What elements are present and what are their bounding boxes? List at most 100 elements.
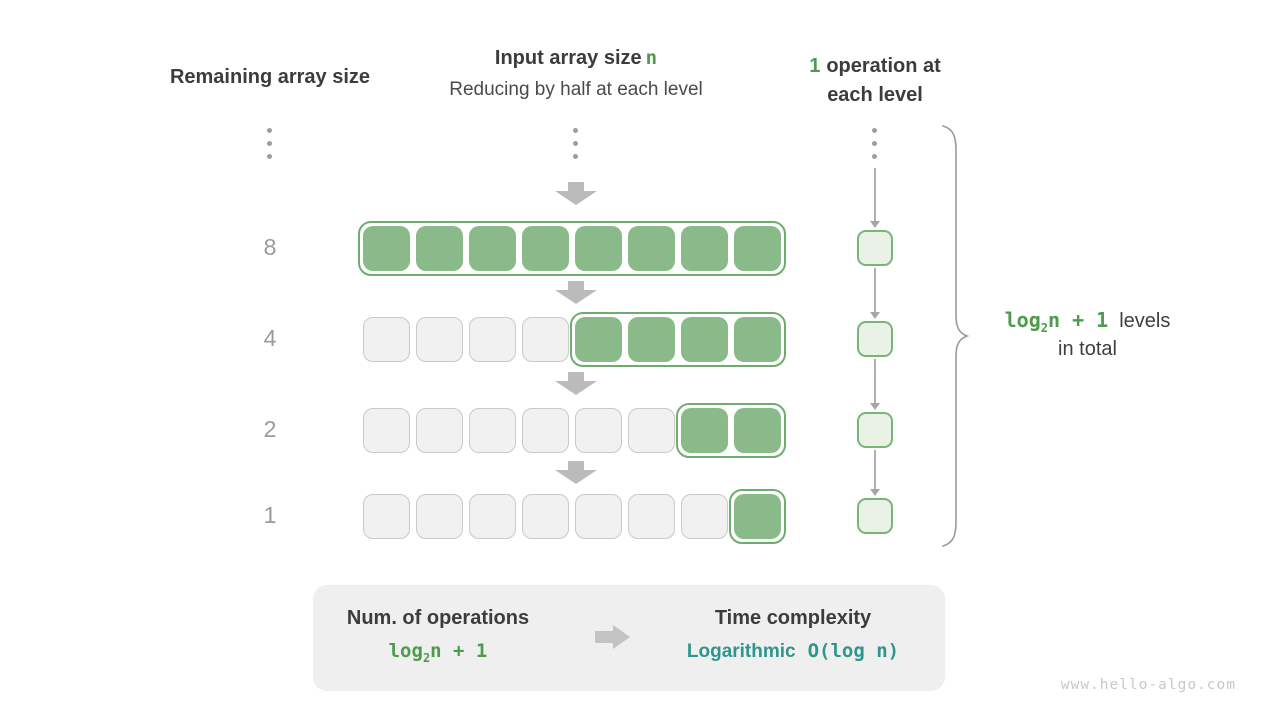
ellipsis-dot bbox=[573, 154, 578, 159]
array-cell-inactive bbox=[469, 408, 516, 453]
array-cell-active bbox=[363, 226, 410, 271]
summary-operations-formula: log2n + 1 bbox=[388, 640, 488, 665]
connector-arrow-icon bbox=[870, 312, 880, 319]
subarray-outline bbox=[729, 489, 786, 544]
array-cell-inactive bbox=[628, 408, 675, 453]
row-label: 4 bbox=[263, 325, 277, 351]
summary-complexity-word: Logarithmic bbox=[686, 641, 796, 662]
array-cell-inactive bbox=[522, 317, 569, 362]
ellipsis-remaining bbox=[267, 128, 272, 159]
arrow-right-head bbox=[613, 625, 630, 649]
levels-note-line2: in total bbox=[1058, 338, 1117, 360]
summary-box: Num. of operations log2n + 1 Time comple… bbox=[313, 585, 945, 691]
array-cell-inactive bbox=[681, 494, 728, 539]
operation-cell bbox=[857, 321, 893, 357]
array-cell-active bbox=[575, 226, 622, 271]
array-cell-active bbox=[628, 317, 675, 362]
arrow-down-head bbox=[555, 290, 597, 304]
brace-icon bbox=[942, 125, 969, 547]
arrow-down-head bbox=[555, 381, 597, 395]
connector-arrow-icon bbox=[870, 221, 880, 228]
array-cell-active bbox=[628, 226, 675, 271]
array-cell-active bbox=[734, 408, 781, 453]
summary-operations-title: Num. of operations bbox=[346, 607, 530, 629]
levels-formula: log2n + 1 bbox=[1004, 308, 1109, 335]
row-label: 8 bbox=[263, 234, 277, 260]
array-cell-inactive bbox=[575, 494, 622, 539]
array-cell-active bbox=[681, 408, 728, 453]
array-cell-inactive bbox=[469, 494, 516, 539]
connector-arrow-icon bbox=[870, 403, 880, 410]
array-cell-inactive bbox=[469, 317, 516, 362]
ellipsis-dot bbox=[267, 128, 272, 133]
header-one-operation-text: operation at bbox=[826, 55, 941, 77]
array-cell-inactive bbox=[363, 317, 410, 362]
ellipsis-dot bbox=[573, 141, 578, 146]
operation-cell bbox=[857, 498, 893, 534]
operation-cell bbox=[857, 412, 893, 448]
array-cell-inactive bbox=[416, 494, 463, 539]
connector-arrow-icon bbox=[870, 489, 880, 496]
summary-complexity-title: Time complexity bbox=[714, 607, 872, 629]
arrow-down-head bbox=[555, 470, 597, 484]
header-input-n: n bbox=[645, 47, 658, 69]
ellipsis-dot bbox=[267, 141, 272, 146]
array-cell-active bbox=[734, 317, 781, 362]
row-label: 2 bbox=[263, 416, 277, 442]
array-cell-active bbox=[681, 226, 728, 271]
arrow-down-stem bbox=[568, 372, 584, 381]
header-one-operation-num: 1 bbox=[809, 55, 821, 77]
arrow-down-stem bbox=[568, 182, 584, 191]
arrow-down-stem bbox=[568, 281, 584, 290]
array-cell-inactive bbox=[522, 408, 569, 453]
array-cell-inactive bbox=[522, 494, 569, 539]
ellipsis-ops bbox=[872, 128, 877, 159]
array-cell-inactive bbox=[416, 317, 463, 362]
ellipsis-array bbox=[573, 128, 578, 159]
subarray-outline bbox=[676, 403, 786, 458]
ellipsis-dot bbox=[872, 141, 877, 146]
connector-line bbox=[874, 359, 876, 403]
arrow-down-icon bbox=[555, 182, 597, 205]
connector-line bbox=[874, 450, 876, 489]
array-cell-active bbox=[734, 226, 781, 271]
header-input-subtitle: Reducing by half at each level bbox=[449, 79, 703, 100]
summary-complexity-bigo: O(log n) bbox=[807, 640, 900, 662]
array-cell-active bbox=[681, 317, 728, 362]
array-cell-active bbox=[734, 494, 781, 539]
arrow-down-stem bbox=[568, 461, 584, 470]
array-cell-inactive bbox=[363, 494, 410, 539]
ellipsis-dot bbox=[573, 128, 578, 133]
array-cell-inactive bbox=[363, 408, 410, 453]
arrow-right-stem bbox=[595, 631, 613, 643]
arrow-down-icon bbox=[555, 281, 597, 304]
array-cell-active bbox=[522, 226, 569, 271]
array-cell-inactive bbox=[628, 494, 675, 539]
arrow-down-icon bbox=[555, 372, 597, 395]
summary-complexity: Time complexity Logarithmic O(log n) bbox=[648, 607, 938, 663]
array-cell-inactive bbox=[575, 408, 622, 453]
connector-line bbox=[874, 168, 876, 221]
array-cell-active bbox=[469, 226, 516, 271]
arrow-down-icon bbox=[555, 461, 597, 484]
array-cell-active bbox=[575, 317, 622, 362]
ellipsis-dot bbox=[267, 154, 272, 159]
watermark: www.hello-algo.com bbox=[1060, 677, 1236, 693]
array-cell-inactive bbox=[416, 408, 463, 453]
ellipsis-dot bbox=[872, 154, 877, 159]
arrow-right-icon bbox=[595, 625, 630, 649]
summary-operations: Num. of operations log2n + 1 bbox=[323, 607, 553, 665]
header-remaining-array-size: Remaining array size bbox=[169, 66, 371, 88]
row-label: 1 bbox=[263, 502, 277, 528]
arrow-down-head bbox=[555, 191, 597, 205]
array-cell-active bbox=[416, 226, 463, 271]
header-input-prefix: Input array size bbox=[494, 47, 642, 69]
ellipsis-dot bbox=[872, 128, 877, 133]
